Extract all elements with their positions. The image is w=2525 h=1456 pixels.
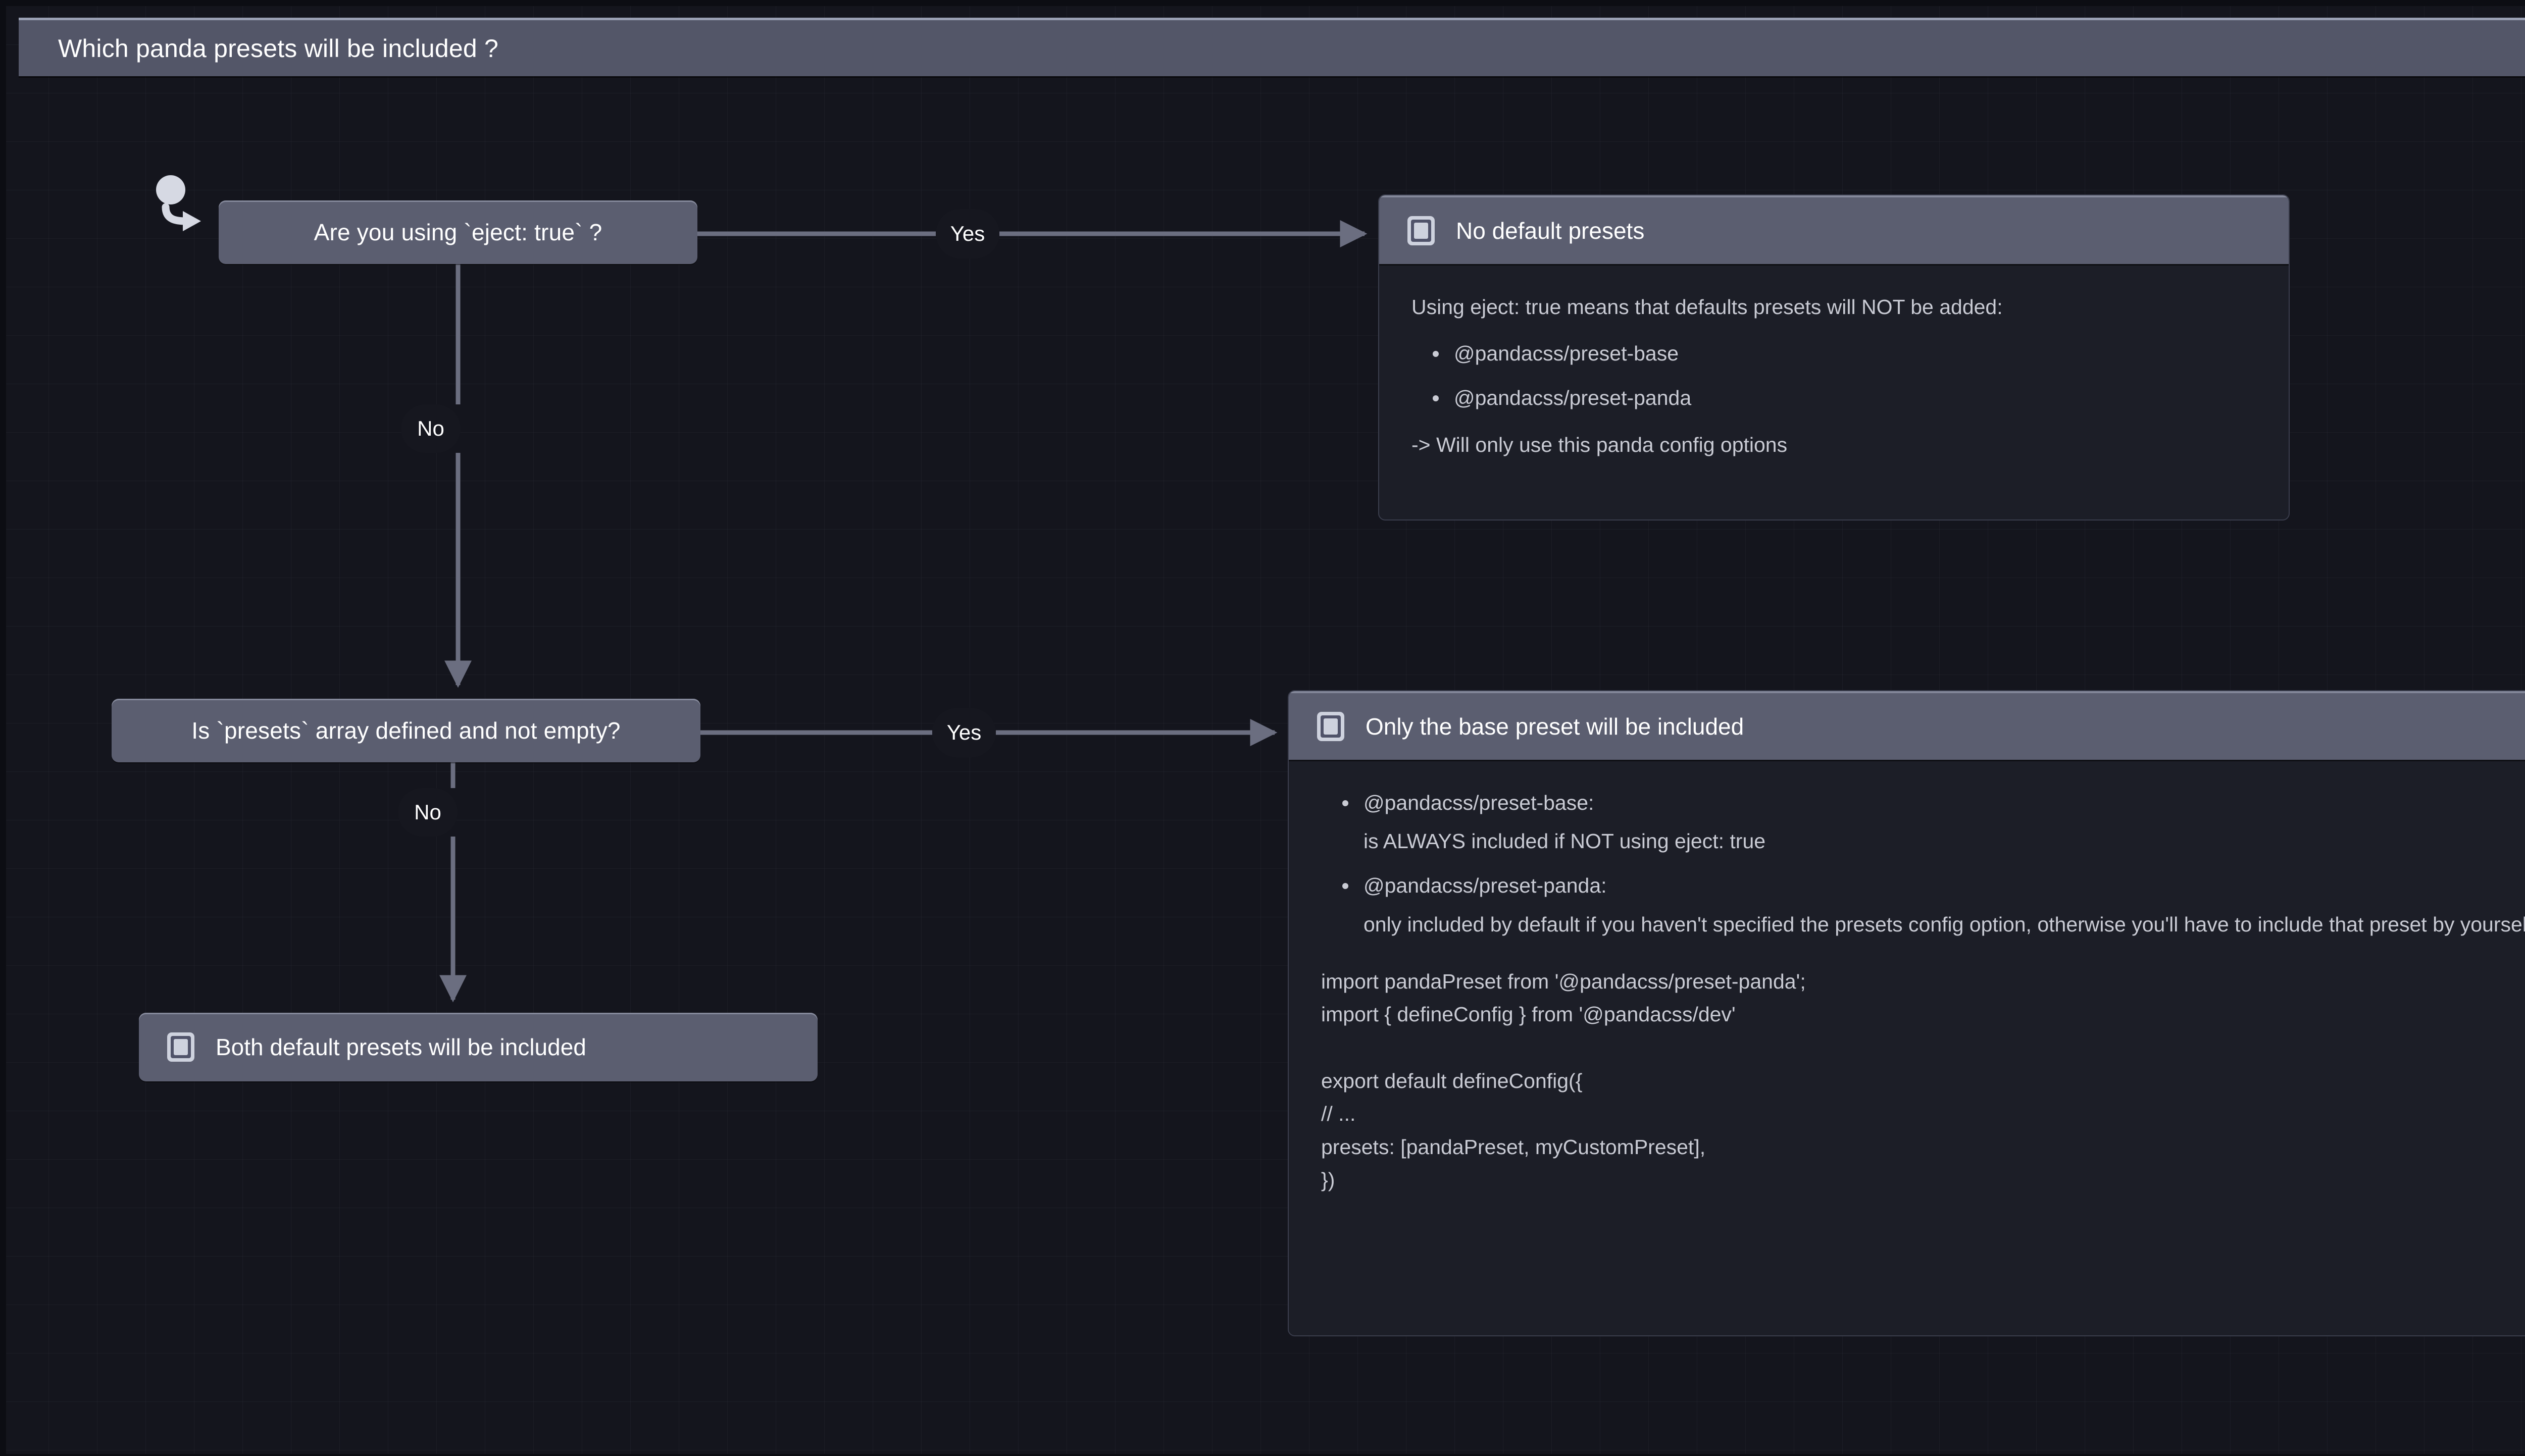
diagram-titlebar: Which panda presets will be included ? bbox=[19, 18, 2525, 76]
outcome-node-both-presets[interactable]: Both default presets will be included bbox=[139, 1013, 818, 1081]
list-item: @pandacss/preset-base: is ALWAYS include… bbox=[1342, 788, 2525, 856]
list-item-detail: only included by default if you haven't … bbox=[1364, 912, 2525, 936]
code-snippet: import pandaPreset from '@pandacss/prese… bbox=[1321, 969, 1806, 1192]
list-item-title: @pandacss/preset-panda: bbox=[1364, 874, 1607, 898]
edge-label-no-eject[interactable]: No bbox=[401, 404, 461, 453]
edge-label-no-presets[interactable]: No bbox=[398, 788, 458, 837]
outcome-node-both-presets-label: Both default presets will be included bbox=[216, 1034, 586, 1060]
note-square-icon bbox=[167, 1032, 194, 1062]
panel-no-default-presets-header[interactable]: No default presets bbox=[1379, 195, 2289, 264]
panel-base-preset-only[interactable]: Only the base preset will be included @p… bbox=[1288, 690, 2525, 1336]
list-item: @pandacss/preset-base bbox=[1433, 339, 2256, 368]
note-square-icon bbox=[1317, 712, 1344, 741]
list-item: @pandacss/preset-panda bbox=[1433, 383, 2256, 412]
panel-no-default-presets-title: No default presets bbox=[1456, 218, 1645, 244]
diagram-title: Which panda presets will be included ? bbox=[58, 34, 498, 63]
list-item-title: @pandacss/preset-base: bbox=[1364, 791, 1594, 814]
list-item: @pandacss/preset-panda: only included by… bbox=[1342, 871, 2525, 939]
decision-node-presets[interactable]: Is `presets` array defined and not empty… bbox=[112, 699, 700, 762]
list-item-detail: is ALWAYS included if NOT using eject: t… bbox=[1364, 829, 1766, 853]
preset-detail-list: @pandacss/preset-base: is ALWAYS include… bbox=[1321, 788, 2525, 939]
decision-node-eject[interactable]: Are you using `eject: true` ? bbox=[219, 200, 697, 264]
edge-label-yes-eject[interactable]: Yes bbox=[936, 209, 999, 258]
panel-intro-text: Using eject: true means that defaults pr… bbox=[1411, 295, 2003, 319]
panel-no-default-presets[interactable]: No default presets Using eject: true mea… bbox=[1378, 194, 2290, 521]
note-square-icon bbox=[1407, 216, 1435, 245]
panel-base-preset-only-header[interactable]: Only the base preset will be included bbox=[1289, 691, 2525, 760]
panel-footer-text: -> Will only use this panda config optio… bbox=[1411, 433, 1788, 456]
start-circle-arrow-icon bbox=[156, 175, 201, 231]
decision-node-presets-label: Is `presets` array defined and not empty… bbox=[191, 717, 621, 744]
preset-list: @pandacss/preset-base @pandacss/preset-p… bbox=[1411, 339, 2256, 412]
panel-no-default-presets-body: Using eject: true means that defaults pr… bbox=[1379, 264, 2289, 486]
panel-base-preset-only-body: @pandacss/preset-base: is ALWAYS include… bbox=[1289, 760, 2525, 1223]
panel-base-preset-only-title: Only the base preset will be included bbox=[1366, 713, 1744, 740]
edge-label-yes-presets[interactable]: Yes bbox=[932, 708, 996, 757]
decision-node-eject-label: Are you using `eject: true` ? bbox=[314, 219, 602, 245]
